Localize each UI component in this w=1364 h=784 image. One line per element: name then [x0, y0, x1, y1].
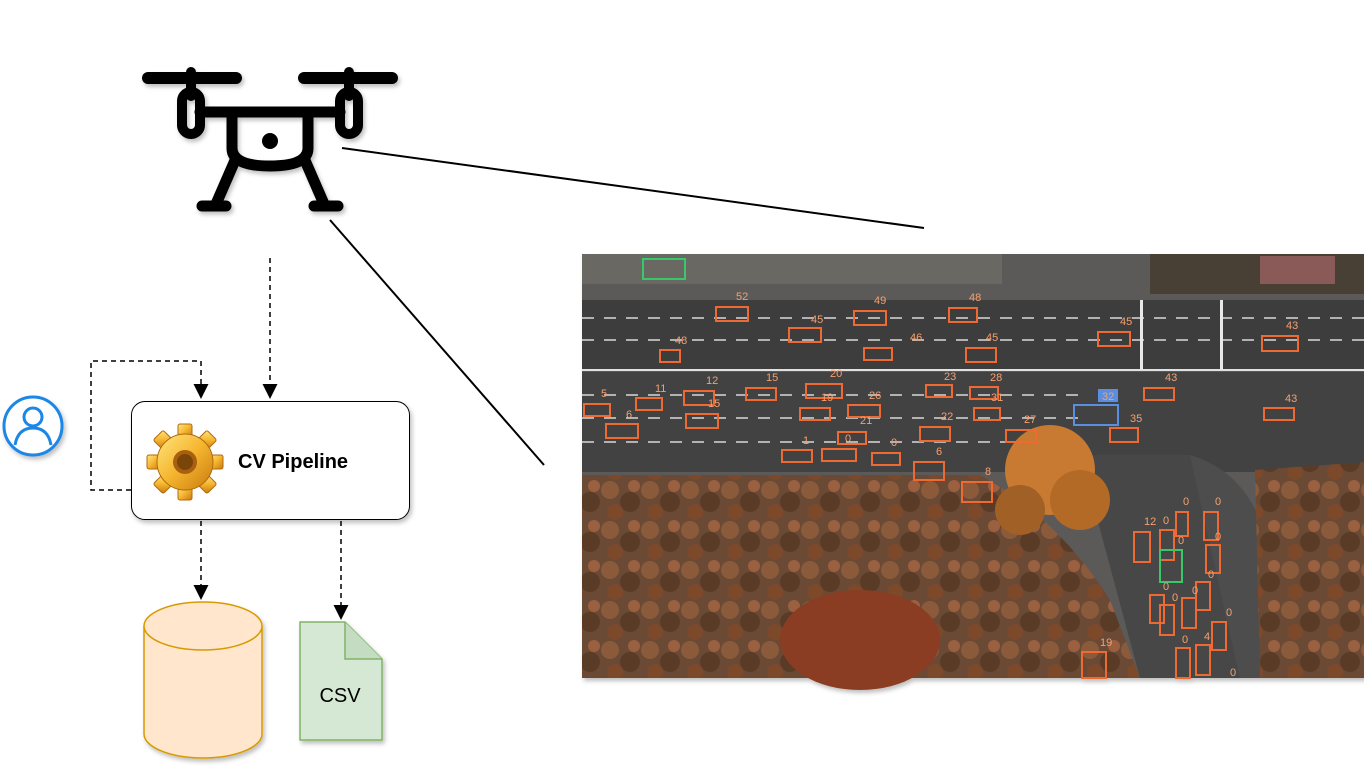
detection-label: 20	[830, 368, 842, 380]
detection-label: 11	[655, 383, 666, 395]
user-icon	[2, 395, 64, 457]
csv-label: CSV	[319, 685, 361, 707]
detection-label: 1	[803, 435, 809, 447]
detection-label: 15	[708, 398, 720, 410]
detection-label: 15	[766, 372, 778, 384]
detection-label: 27	[1024, 414, 1036, 426]
detection-label: 0	[1215, 531, 1221, 543]
feedback-loop-arrow	[90, 360, 209, 491]
detection-label: 22	[941, 411, 953, 423]
drone-icon	[142, 67, 398, 212]
detection-label: 45	[1120, 316, 1132, 328]
detection-label: 0	[1192, 585, 1198, 597]
detection-label: 4	[1204, 631, 1210, 643]
drone-camera	[262, 133, 278, 149]
detection-label: 21	[860, 415, 872, 427]
csv-file-icon	[299, 621, 383, 741]
detection-label: 23	[944, 371, 956, 383]
detection-label: 6	[936, 446, 942, 458]
detection-label: 0	[1215, 496, 1221, 508]
detection-label: 35	[1130, 413, 1142, 425]
detection-label: 19	[821, 392, 833, 404]
detection-label: 43	[1285, 393, 1297, 405]
zoom-line-bottom	[329, 219, 545, 466]
zoom-line-top	[341, 147, 925, 229]
detection-label: 12	[706, 375, 718, 387]
detection-label: 26	[869, 390, 881, 402]
detection-label: 5	[601, 388, 607, 400]
detection-label: 0	[1172, 592, 1178, 604]
detection-label: 8	[985, 466, 991, 478]
detection-label: 45	[986, 332, 998, 344]
detection-label: 43	[1165, 372, 1177, 384]
database-icon	[143, 601, 263, 759]
detection-label: 0	[845, 433, 851, 445]
detection-label: 45	[811, 314, 823, 326]
detection-label: 0	[1230, 667, 1236, 679]
detection-label: 12	[1144, 516, 1156, 528]
detection-label: 0	[1163, 581, 1169, 593]
detection-label: 6	[626, 409, 632, 421]
detection-label: 28	[990, 372, 1002, 384]
detection-label: 48	[969, 292, 981, 304]
detection-label: 46	[910, 332, 922, 344]
detection-label: 43	[1286, 320, 1298, 332]
gear-icon	[146, 423, 224, 501]
detection-label: 48	[675, 335, 687, 347]
detection-label: 0	[1163, 515, 1169, 527]
detection-label: 0	[1182, 634, 1188, 646]
detection-label: 32	[1102, 391, 1114, 403]
detection-label: 0	[1226, 607, 1232, 619]
pipeline-label: CV Pipeline	[238, 451, 349, 473]
aerial-traffic-image	[582, 254, 1364, 690]
detection-label: 31	[991, 392, 1003, 404]
detection-label: 0	[891, 437, 897, 449]
detection-label: 49	[874, 295, 886, 307]
detection-label: 0	[1183, 496, 1189, 508]
detection-label: 0	[1178, 535, 1184, 547]
detection-label: 19	[1100, 637, 1112, 649]
detection-label: 0	[1208, 569, 1214, 581]
detection-label: 52	[736, 291, 748, 303]
